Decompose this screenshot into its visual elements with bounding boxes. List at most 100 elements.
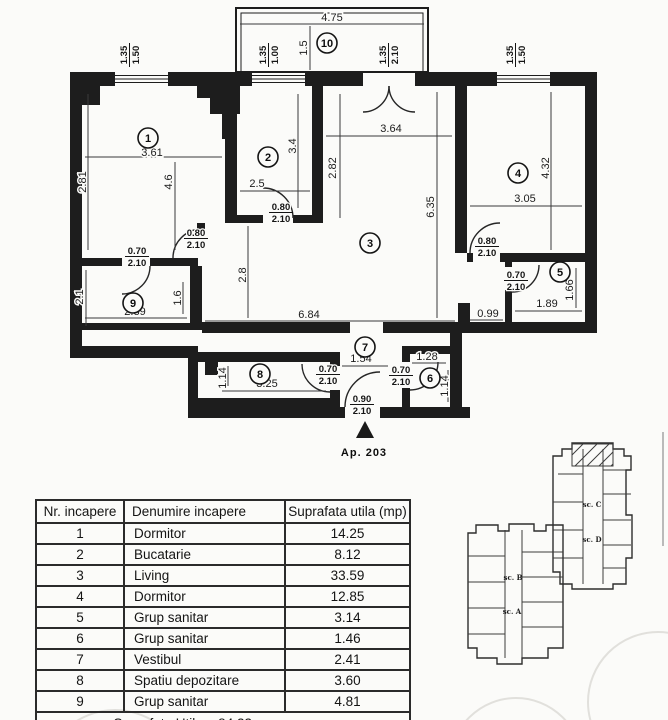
cell-room-name: Grup sanitar (123, 606, 286, 629)
cell-room-name: Spatiu depozitare (123, 669, 286, 692)
opening-size-label: 0.802.10 (475, 235, 499, 260)
opening-size-label: 0.702.10 (504, 269, 528, 294)
dimension-label: 1.14 (217, 367, 229, 388)
dimension-label: 1.6 (172, 290, 184, 305)
dimension-label: 4.75 (321, 12, 342, 24)
dimension-label: 3.05 (514, 193, 535, 205)
room-number-circle (549, 261, 571, 283)
balcony-door-arc-right (388, 85, 416, 113)
cell-room-area: 14.25 (284, 522, 411, 545)
site-block-cd (552, 442, 633, 590)
site-staircase-label: sc. B (504, 573, 523, 582)
dimension-label: 4.6 (163, 174, 175, 189)
room-number-9: 9 (122, 292, 144, 314)
bathroom9-door-arc (121, 265, 151, 295)
room-number-10: 10 (316, 32, 338, 54)
kitchen-door-arc (262, 187, 294, 219)
cell-room-area: 3.60 (284, 669, 411, 692)
room-number-text: 3 (367, 238, 373, 250)
cell-room-number: 9 (35, 690, 125, 713)
entry-door-arc (344, 371, 381, 408)
dimension-lines (85, 23, 582, 402)
dimension-label: 2.1 (74, 289, 86, 304)
room-number-text: 1 (145, 133, 151, 145)
room-number-circle (419, 367, 441, 389)
dimension-label: 1.66 (564, 279, 576, 300)
cell-room-area: 3.14 (284, 606, 411, 629)
opening-width-text: 1.35 (119, 45, 130, 64)
bedroom1-door-arc (172, 228, 203, 259)
column-header: Nr. incapere (35, 499, 125, 524)
cell-room-name: Bucatarie (123, 543, 286, 566)
dimension-label: 1.89 (536, 298, 557, 310)
opening-size-label: 0.902.10 (350, 393, 374, 418)
opening-height-text: 2.10 (272, 214, 291, 225)
opening-width-text: 1.35 (258, 45, 269, 64)
opening-width-text: 0.70 (507, 270, 526, 281)
opening-width-text: 1.35 (378, 45, 389, 64)
room-number-8: 8 (249, 363, 271, 385)
room-number-text: 2 (265, 152, 271, 164)
windows (115, 75, 550, 83)
room-number-circle (137, 127, 159, 149)
cell-room-name: Dormitor (123, 585, 286, 608)
dimension-label: 3.4 (287, 138, 299, 153)
room-number-5: 5 (549, 261, 571, 283)
cell-room-area: 8.12 (284, 543, 411, 566)
opening-height-text: 2.10 (353, 406, 372, 417)
door-window-size-labels: 0.702.100.802.100.802.100.802.100.702.10… (118, 43, 529, 418)
room-number-text: 4 (515, 168, 522, 180)
opening-width-text: 1.35 (505, 45, 516, 64)
opening-width-text: 0.80 (272, 202, 291, 213)
site-staircase-label: sc. D (582, 535, 601, 544)
cell-room-name: Dormitor (123, 522, 286, 545)
cell-room-area: 12.85 (284, 585, 411, 608)
cell-room-area: 4.81 (284, 690, 411, 713)
dimension-label: 4.32 (540, 157, 552, 178)
cell-room-number: 3 (35, 564, 125, 587)
cell-room-number: 5 (35, 606, 125, 629)
room-number-1: 1 (137, 127, 159, 149)
opening-size-label: 0.702.10 (125, 245, 149, 270)
opening-size-label: 0.702.10 (316, 363, 340, 388)
walls (70, 72, 597, 418)
balcony-door-arc-left (362, 85, 390, 113)
site-hatch-apartment-location (571, 443, 614, 467)
column-header: Suprafata utila (mp) (284, 499, 411, 524)
cell-room-number: 7 (35, 648, 125, 671)
apartment-number-label: Ap. 203 (341, 447, 387, 459)
cell-room-area: 1.46 (284, 627, 411, 650)
cell-room-number: 1 (35, 522, 125, 545)
column-header: Denumire incapere (123, 499, 286, 524)
opening-height-text: 2.10 (392, 377, 411, 388)
dimension-label: 1.28 (416, 351, 437, 363)
dimension-label: 0.99 (477, 308, 498, 320)
dimension-label: 1.14 (439, 375, 451, 396)
room-number-text: 9 (130, 298, 136, 310)
dimension-label: 6.84 (298, 309, 319, 321)
opening-height-text: 2.10 (390, 46, 401, 65)
dimension-label: 2.82 (327, 157, 339, 178)
opening-height-text: 2.10 (187, 240, 206, 251)
opening-size-label: 0.802.10 (184, 227, 208, 252)
dimension-label: 2.5 (249, 178, 264, 190)
cell-room-name: Living (123, 564, 286, 587)
dimension-label: 2.8 (237, 267, 249, 282)
room-number-circle (354, 336, 376, 358)
entry-arrow-icon (356, 421, 374, 438)
cell-room-number: 8 (35, 669, 125, 692)
total-area-cell: Suprafata Utila = 84.23 mp (35, 711, 411, 720)
opening-height-text: 2.10 (507, 282, 526, 293)
room-number-circle (122, 292, 144, 314)
